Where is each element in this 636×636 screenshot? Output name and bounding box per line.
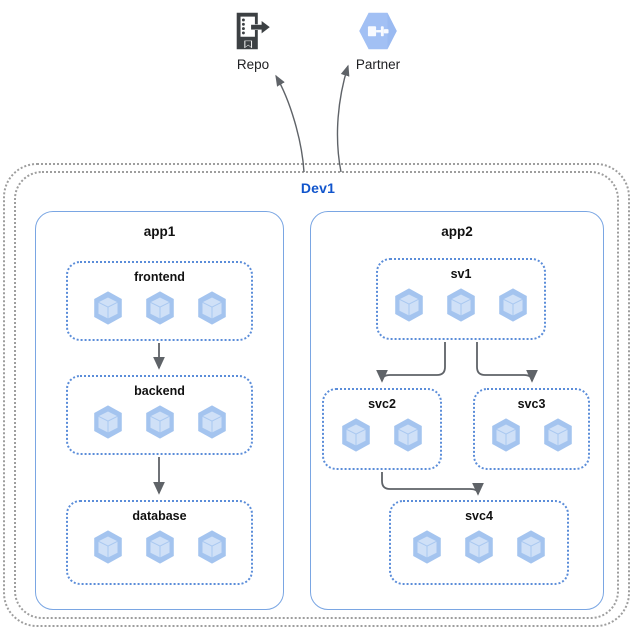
pod-icon [465, 530, 493, 564]
pod-row [68, 403, 251, 441]
pod-icon [93, 405, 122, 439]
pod-icon [93, 291, 122, 325]
pod-icon [197, 291, 226, 325]
environment-boundary-inner [14, 171, 619, 619]
connector-dev1-to-repo [275, 74, 305, 173]
external-node-repo[interactable]: Repo [208, 8, 298, 73]
external-node-label: Repo [236, 57, 270, 72]
service-label: svc2 [368, 397, 396, 411]
pod-row [68, 289, 251, 327]
app-group-label: app2 [441, 224, 473, 239]
service-label: database [132, 509, 187, 523]
pod-icon [145, 405, 174, 439]
pod-icon [145, 530, 174, 564]
external-node-partner[interactable]: Partner [333, 8, 423, 73]
pod-icon [93, 530, 122, 564]
pod-icon [342, 418, 370, 452]
pod-icon [517, 530, 545, 564]
pod-row [324, 416, 440, 454]
pod-icon [499, 288, 527, 322]
pod-icon [543, 418, 572, 452]
pod-row [378, 286, 544, 324]
pod-icon [395, 288, 423, 322]
pod-icon [197, 530, 226, 564]
service-label: svc3 [517, 397, 546, 411]
service-box-svc4[interactable]: svc4 [389, 500, 569, 585]
service-box-svc2[interactable]: svc2 [322, 388, 442, 470]
pod-row [475, 416, 588, 454]
pod-row [68, 528, 251, 566]
pod-icon [145, 291, 174, 325]
pod-row [391, 528, 567, 566]
service-label: frontend [134, 270, 185, 284]
environment-label-dev1: Dev1 [300, 180, 336, 196]
pod-icon [197, 405, 226, 439]
service-label: sv1 [450, 267, 472, 281]
environment-boundary-outer [3, 163, 630, 627]
partner-hexagon-icon [359, 12, 397, 50]
service-box-sv1[interactable]: sv1 [376, 258, 546, 340]
service-box-frontend[interactable]: frontend [66, 261, 253, 341]
service-label: backend [134, 384, 185, 398]
external-node-label: Partner [355, 57, 401, 72]
app-group-label: app1 [143, 224, 176, 239]
service-box-database[interactable]: database [66, 500, 253, 585]
service-box-svc3[interactable]: svc3 [473, 388, 590, 470]
service-box-backend[interactable]: backend [66, 375, 253, 455]
service-label: svc4 [465, 509, 493, 523]
connector-dev1-to-partner [336, 64, 350, 173]
pod-icon [447, 288, 475, 322]
pod-icon [413, 530, 441, 564]
repo-export-icon [236, 12, 270, 50]
pod-icon [394, 418, 422, 452]
pod-icon [491, 418, 520, 452]
